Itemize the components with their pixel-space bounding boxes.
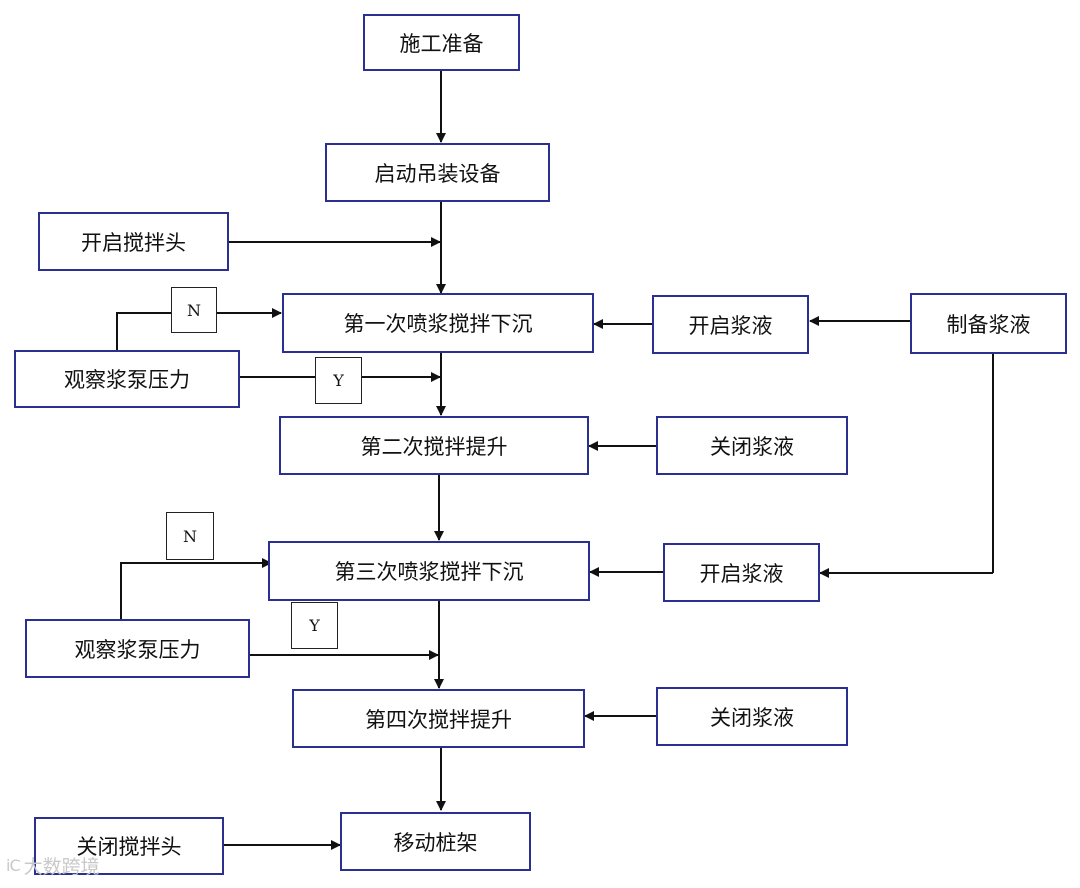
decision-yes-2: Y [291, 602, 338, 649]
node-close-mixing-head: 关闭搅拌头 [34, 817, 224, 875]
watermark-logo: iC [6, 856, 21, 875]
node-close-slurry-2: 关闭浆液 [656, 687, 848, 746]
node-open-mixing-head: 开启搅拌头 [38, 212, 229, 271]
node-observe-pump-pressure-1: 观察浆泵压力 [14, 350, 240, 408]
node-second-mix-lift: 第二次搅拌提升 [279, 416, 589, 475]
decision-no-1: N [171, 287, 217, 333]
node-observe-pump-pressure-2: 观察浆泵压力 [25, 619, 250, 678]
watermark-text: 大数跨境 [23, 856, 100, 878]
node-construction-prep: 施工准备 [363, 14, 520, 71]
node-open-slurry-1: 开启浆液 [652, 295, 809, 354]
node-close-slurry-1: 关闭浆液 [656, 416, 848, 475]
node-prepare-slurry: 制备浆液 [910, 293, 1067, 354]
node-start-lifting-equipment: 启动吊装设备 [325, 143, 550, 202]
decision-yes-1: Y [315, 357, 362, 404]
node-move-pile-frame: 移动桩架 [340, 812, 531, 871]
line-observe-2-no [120, 562, 269, 619]
node-fourth-mix-lift: 第四次搅拌提升 [292, 689, 585, 748]
decision-no-2: N [166, 512, 214, 560]
node-open-slurry-2: 开启浆液 [663, 543, 820, 602]
watermark: iC 大数跨境 [6, 852, 100, 879]
node-first-spray-mix-sink: 第一次喷浆搅拌下沉 [282, 293, 594, 353]
line-observe-1-no [116, 312, 171, 350]
node-third-spray-mix-sink: 第三次喷浆搅拌下沉 [268, 541, 590, 601]
